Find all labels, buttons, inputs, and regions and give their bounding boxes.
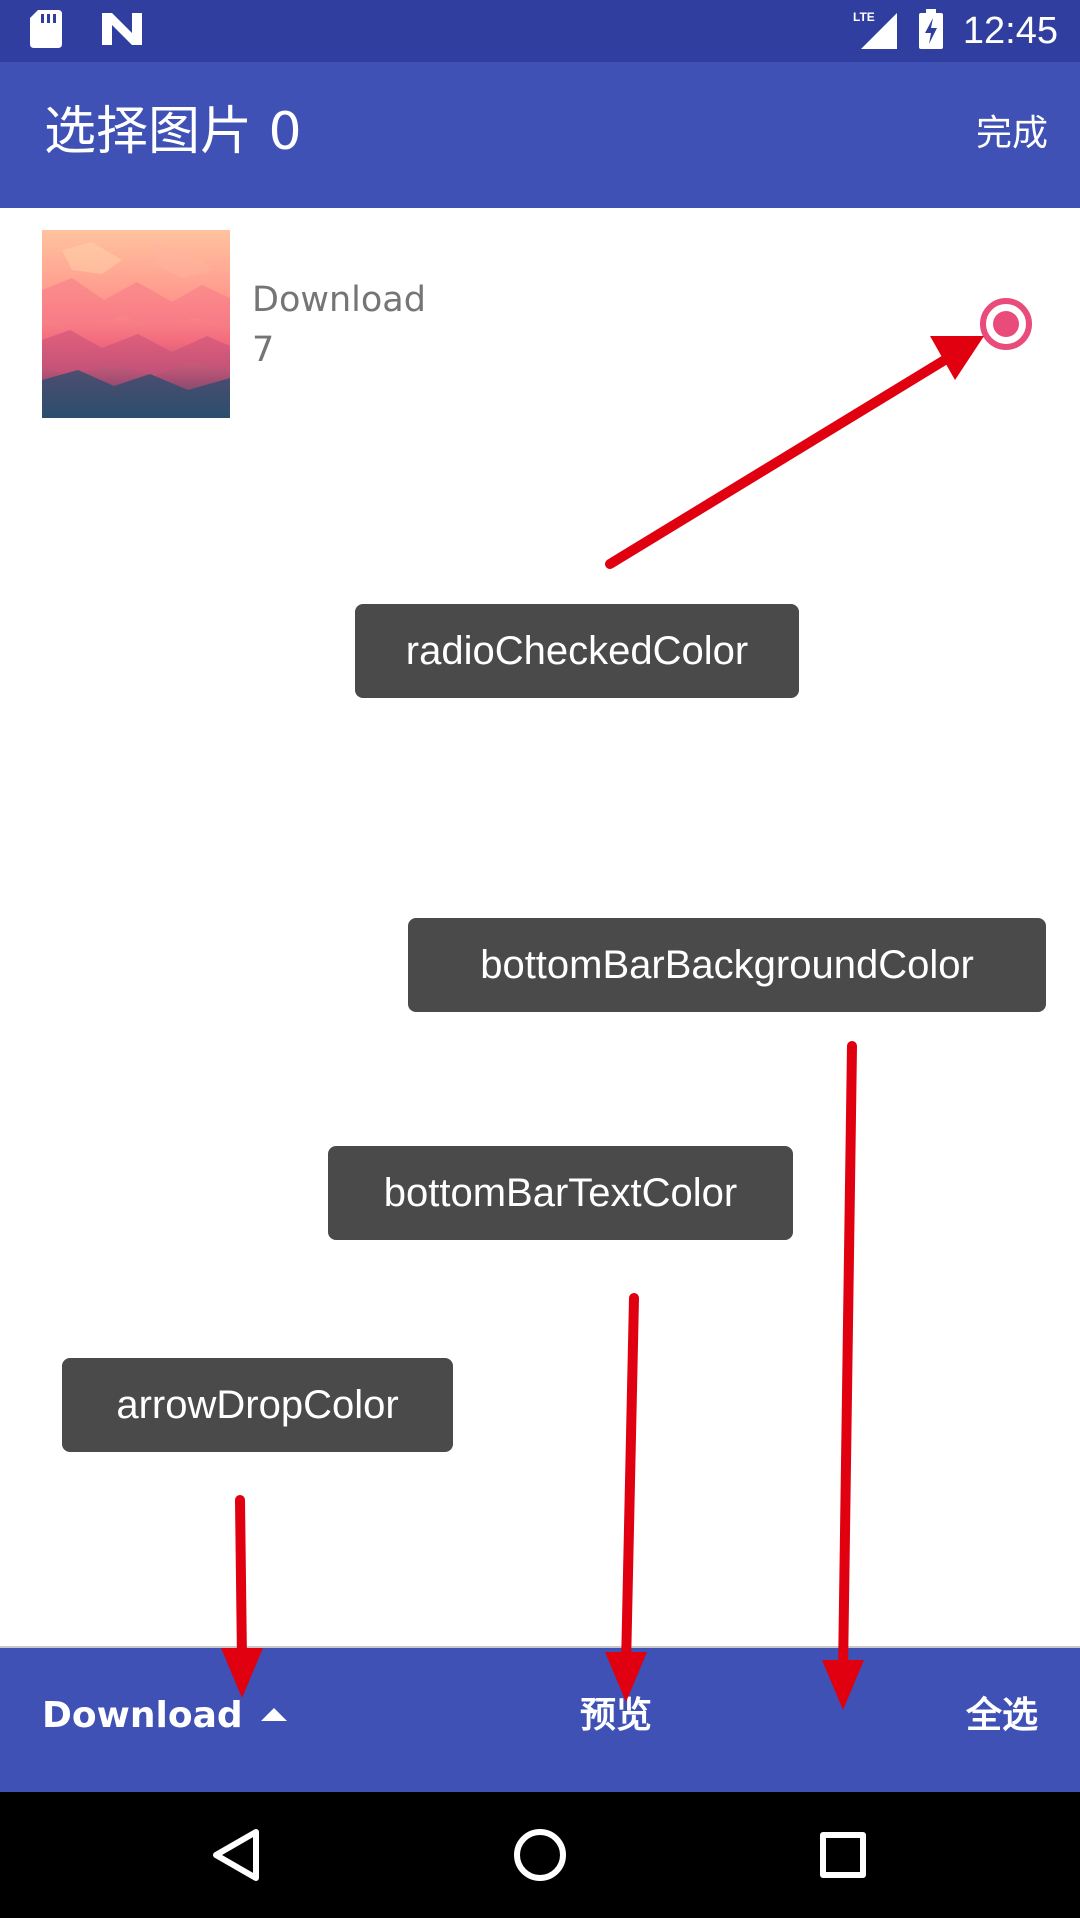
- status-right: LTE 12:45: [853, 8, 1058, 54]
- folder-name: Download: [252, 280, 426, 320]
- bottom-bar: Download 预览 全选: [0, 1646, 1080, 1792]
- folder-thumbnail: [42, 230, 230, 418]
- select-all-button[interactable]: 全选: [965, 1695, 1038, 1736]
- folder-thumbnail-image: [42, 230, 230, 418]
- arrow-to-arrow-drop: [235, 1495, 247, 1665]
- preview-button[interactable]: 预览: [580, 1695, 653, 1736]
- annotation-radio-checked-color: radioCheckedColor: [355, 604, 799, 698]
- status-left-icons: [30, 10, 142, 52]
- folder-list-item[interactable]: Download 7: [0, 208, 1080, 438]
- battery-charging-icon: [918, 9, 943, 53]
- folder-image-count: 7: [252, 330, 275, 370]
- lte-signal-icon: LTE: [853, 9, 899, 53]
- app-bar: 选择图片 0 完成: [0, 62, 1080, 208]
- sd-card-icon: [30, 10, 62, 52]
- status-time: 12:45: [962, 10, 1058, 52]
- folder-selector-button[interactable]: Download: [42, 1694, 287, 1738]
- recents-icon[interactable]: [808, 1820, 878, 1890]
- page-title: 选择图片 0: [44, 102, 302, 162]
- annotation-bottom-bar-text-color: bottomBarTextColor: [328, 1146, 793, 1240]
- annotation-arrow-drop-color: arrowDropColor: [62, 1358, 453, 1452]
- folder-radio-checked[interactable]: [980, 298, 1032, 350]
- arrow-drop-up-icon: [260, 1707, 287, 1721]
- status-bar: LTE 12:45: [0, 0, 1080, 62]
- done-button[interactable]: 完成: [975, 113, 1048, 154]
- n-logo-icon: [102, 13, 142, 49]
- annotation-bottom-bar-background-color: bottomBarBackgroundColor: [408, 918, 1046, 1012]
- folder-selector-label: Download: [42, 1695, 243, 1736]
- svg-text:LTE: LTE: [853, 10, 875, 24]
- navigation-bar: [0, 1792, 1080, 1918]
- back-icon[interactable]: [202, 1820, 272, 1890]
- arrow-to-bottom-bar-background: [838, 1041, 857, 1677]
- home-icon[interactable]: [505, 1820, 575, 1890]
- arrow-to-bottom-bar-text: [621, 1293, 639, 1671]
